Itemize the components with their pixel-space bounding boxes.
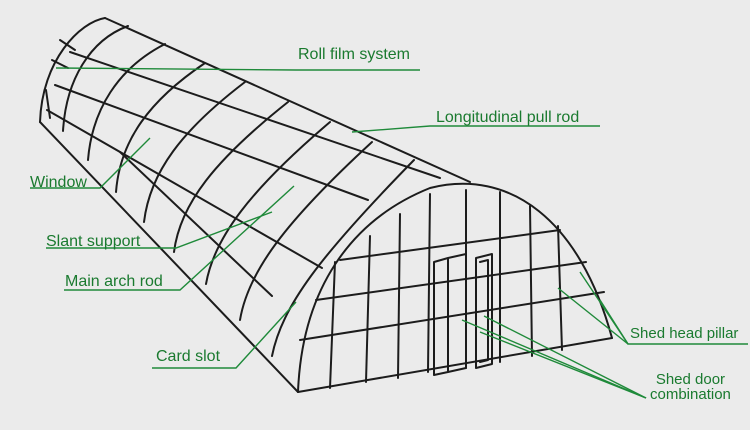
arch-rod-4 [143,81,246,223]
front-horizontal-1 [299,291,605,341]
leader-door-1 [461,319,647,399]
leader-window [30,137,151,189]
leader-door-2 [483,315,647,399]
front-base [297,337,613,393]
arch-rod-3 [115,62,206,193]
front-vertical-7 [529,205,533,357]
front-horizontal-2 [315,261,587,301]
label-shed-door-line1: Shed door [655,371,726,388]
arch-rod-7 [239,141,373,321]
slant-support [119,151,273,297]
pull-rod-lower [46,109,323,269]
arch-rod-8 [271,159,415,357]
label-card-slot: Card slot [156,348,221,365]
front-vertical-3 [397,213,401,379]
leader-roll-film [55,67,420,71]
label-shed-head-pillar: Shed head pillar [630,325,739,342]
back-end-frame [45,39,76,119]
front-vertical-8 [557,225,563,351]
ridge-line [104,17,471,183]
front-end-arch [297,182,613,393]
back-end-arch [39,17,106,123]
arch-rod-1 [62,25,129,132]
arch-rod-5 [173,101,289,253]
door-left-leaf [433,253,467,376]
arch-rod-2 [87,43,166,161]
front-horizontal-3 [339,229,561,261]
label-roll-film-system: Roll film system [298,46,411,63]
pull-rod-upper [69,51,441,179]
door-right-leaf [475,253,493,369]
leader-pillar-2 [557,287,629,345]
leader-door-3 [479,331,647,399]
label-shed-door-combination: Shed door combination [650,372,731,402]
leader-lines [30,67,748,399]
label-main-arch-rod: Main arch rod [65,273,163,290]
front-vertical-1 [329,261,336,389]
label-window: Window [30,174,87,191]
leader-slant [46,211,273,249]
leader-card-slot [152,301,297,369]
leader-longitudinal [351,125,600,133]
front-vertical-2 [365,235,371,383]
label-slant-support: Slant support [46,233,141,250]
label-shed-door-line2: combination [650,386,731,403]
leader-main-arch [64,185,295,291]
label-longitudinal-pull-rod: Longitudinal pull rod [436,109,580,126]
arch-rod-6 [205,121,331,285]
front-vertical-4 [427,193,431,373]
pull-rod-mid [54,84,369,201]
leader-pillar-3 [599,299,748,345]
